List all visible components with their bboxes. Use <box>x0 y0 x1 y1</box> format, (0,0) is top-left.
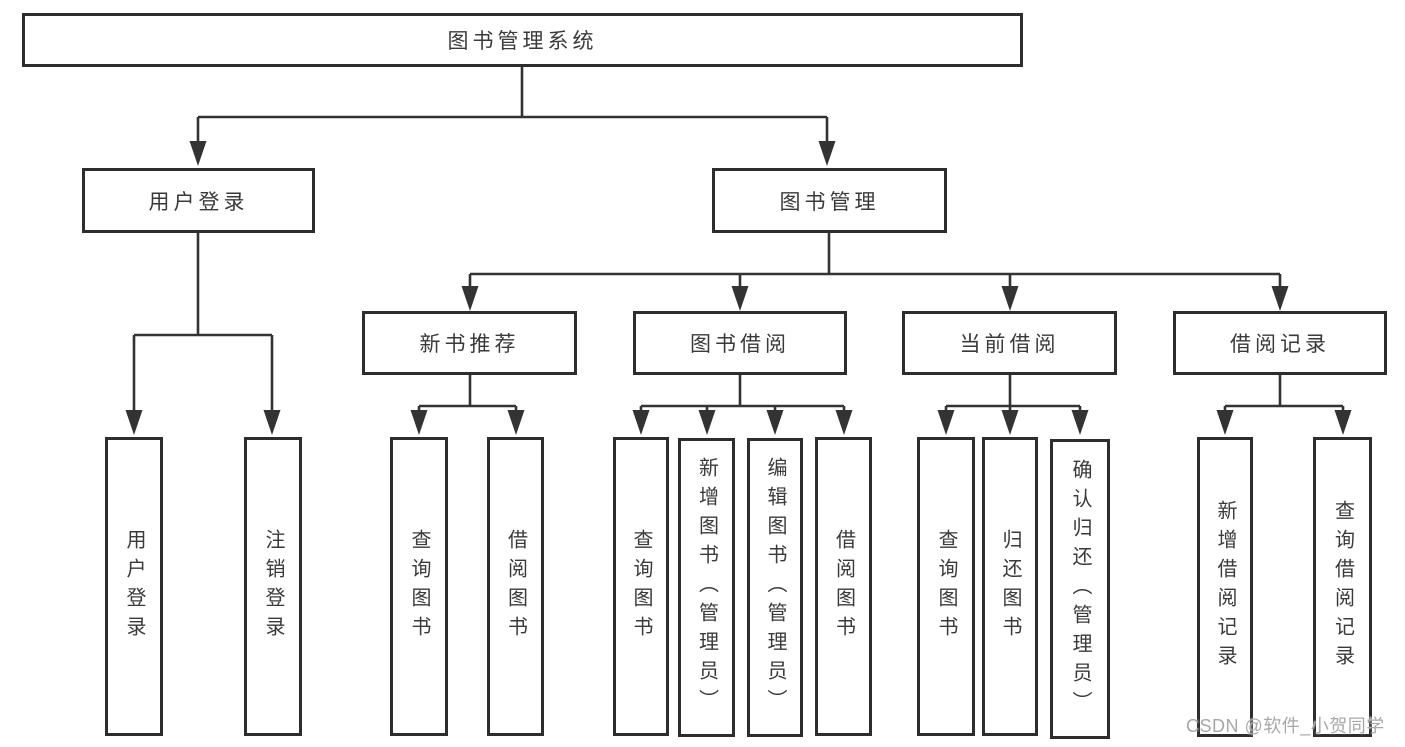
leaf-query-books-recommend-label: 查询图书 <box>408 528 430 645</box>
node-borrowing-records: 借阅记录 <box>1173 311 1387 375</box>
leaf-query-books-current: 查询图书 <box>917 437 975 736</box>
leaf-borrow-books-borrow-label: 借阅图书 <box>832 528 855 645</box>
connector-user-login-children <box>125 233 281 435</box>
leaf-user-login-label: 用户登录 <box>123 528 145 645</box>
node-library-system: 图书管理系统 <box>22 13 1023 67</box>
leaf-borrow-books-borrow: 借阅图书 <box>815 437 872 736</box>
leaf-add-borrow-record: 新增借阅记录 <box>1197 437 1253 737</box>
connector-book-management-children <box>461 233 1289 311</box>
leaf-query-books-borrow: 查询图书 <box>613 437 669 736</box>
leaf-edit-book-admin-label: 编辑图书（管理员） <box>764 457 786 718</box>
node-book-management: 图书管理 <box>712 168 947 233</box>
leaf-query-books-borrow-label: 查询图书 <box>630 528 652 645</box>
connector-borrowing-records-children <box>1216 375 1352 435</box>
leaf-logout-label: 注销登录 <box>262 528 284 645</box>
node-user-login-label: 用户登录 <box>148 190 249 214</box>
leaf-user-login: 用户登录 <box>105 437 163 736</box>
node-book-borrowing-label: 图书借阅 <box>690 333 790 356</box>
leaf-logout: 注销登录 <box>244 437 302 736</box>
node-borrowing-records-label: 借阅记录 <box>1230 333 1330 356</box>
leaf-confirm-return-admin: 确认归还（管理员） <box>1050 439 1110 739</box>
leaf-query-borrow-record: 查询借阅记录 <box>1313 437 1372 737</box>
node-current-borrowing: 当前借阅 <box>902 311 1117 375</box>
connector-root-to-level2 <box>189 67 836 166</box>
leaf-query-books-recommend: 查询图书 <box>390 437 448 736</box>
leaf-query-books-current-label: 查询图书 <box>935 528 957 645</box>
leaf-borrow-books-recommend: 借阅图书 <box>487 437 544 736</box>
leaf-borrow-books-recommend-label: 借阅图书 <box>504 528 527 645</box>
leaf-return-book: 归还图书 <box>982 437 1038 736</box>
leaf-add-book-admin-label: 新增图书（管理员） <box>695 457 718 718</box>
leaf-edit-book-admin: 编辑图书（管理员） <box>747 438 803 737</box>
leaf-return-book-label: 归还图书 <box>999 528 1021 645</box>
node-new-book-recommendation: 新书推荐 <box>362 311 577 375</box>
node-library-system-label: 图书管理系统 <box>447 30 598 53</box>
node-book-management-label: 图书管理 <box>779 190 880 214</box>
leaf-add-borrow-record-label: 新增借阅记录 <box>1214 500 1236 674</box>
leaf-add-book-admin: 新增图书（管理员） <box>678 438 735 737</box>
leaf-query-borrow-record-label: 查询借阅记录 <box>1331 500 1354 674</box>
csdn-watermark: CSDN @软件_小贺同学 <box>1186 716 1385 736</box>
node-book-borrowing: 图书借阅 <box>633 311 847 375</box>
connector-current-borrowing-children <box>937 375 1089 435</box>
node-new-book-recommendation-label: 新书推荐 <box>419 333 520 356</box>
connector-new-book-recommendation-children <box>410 375 525 435</box>
node-user-login: 用户登录 <box>82 168 315 233</box>
connector-book-borrowing-children <box>632 375 853 435</box>
leaf-confirm-return-admin-label: 确认归还（管理员） <box>1069 458 1091 720</box>
node-current-borrowing-label: 当前借阅 <box>959 333 1060 356</box>
